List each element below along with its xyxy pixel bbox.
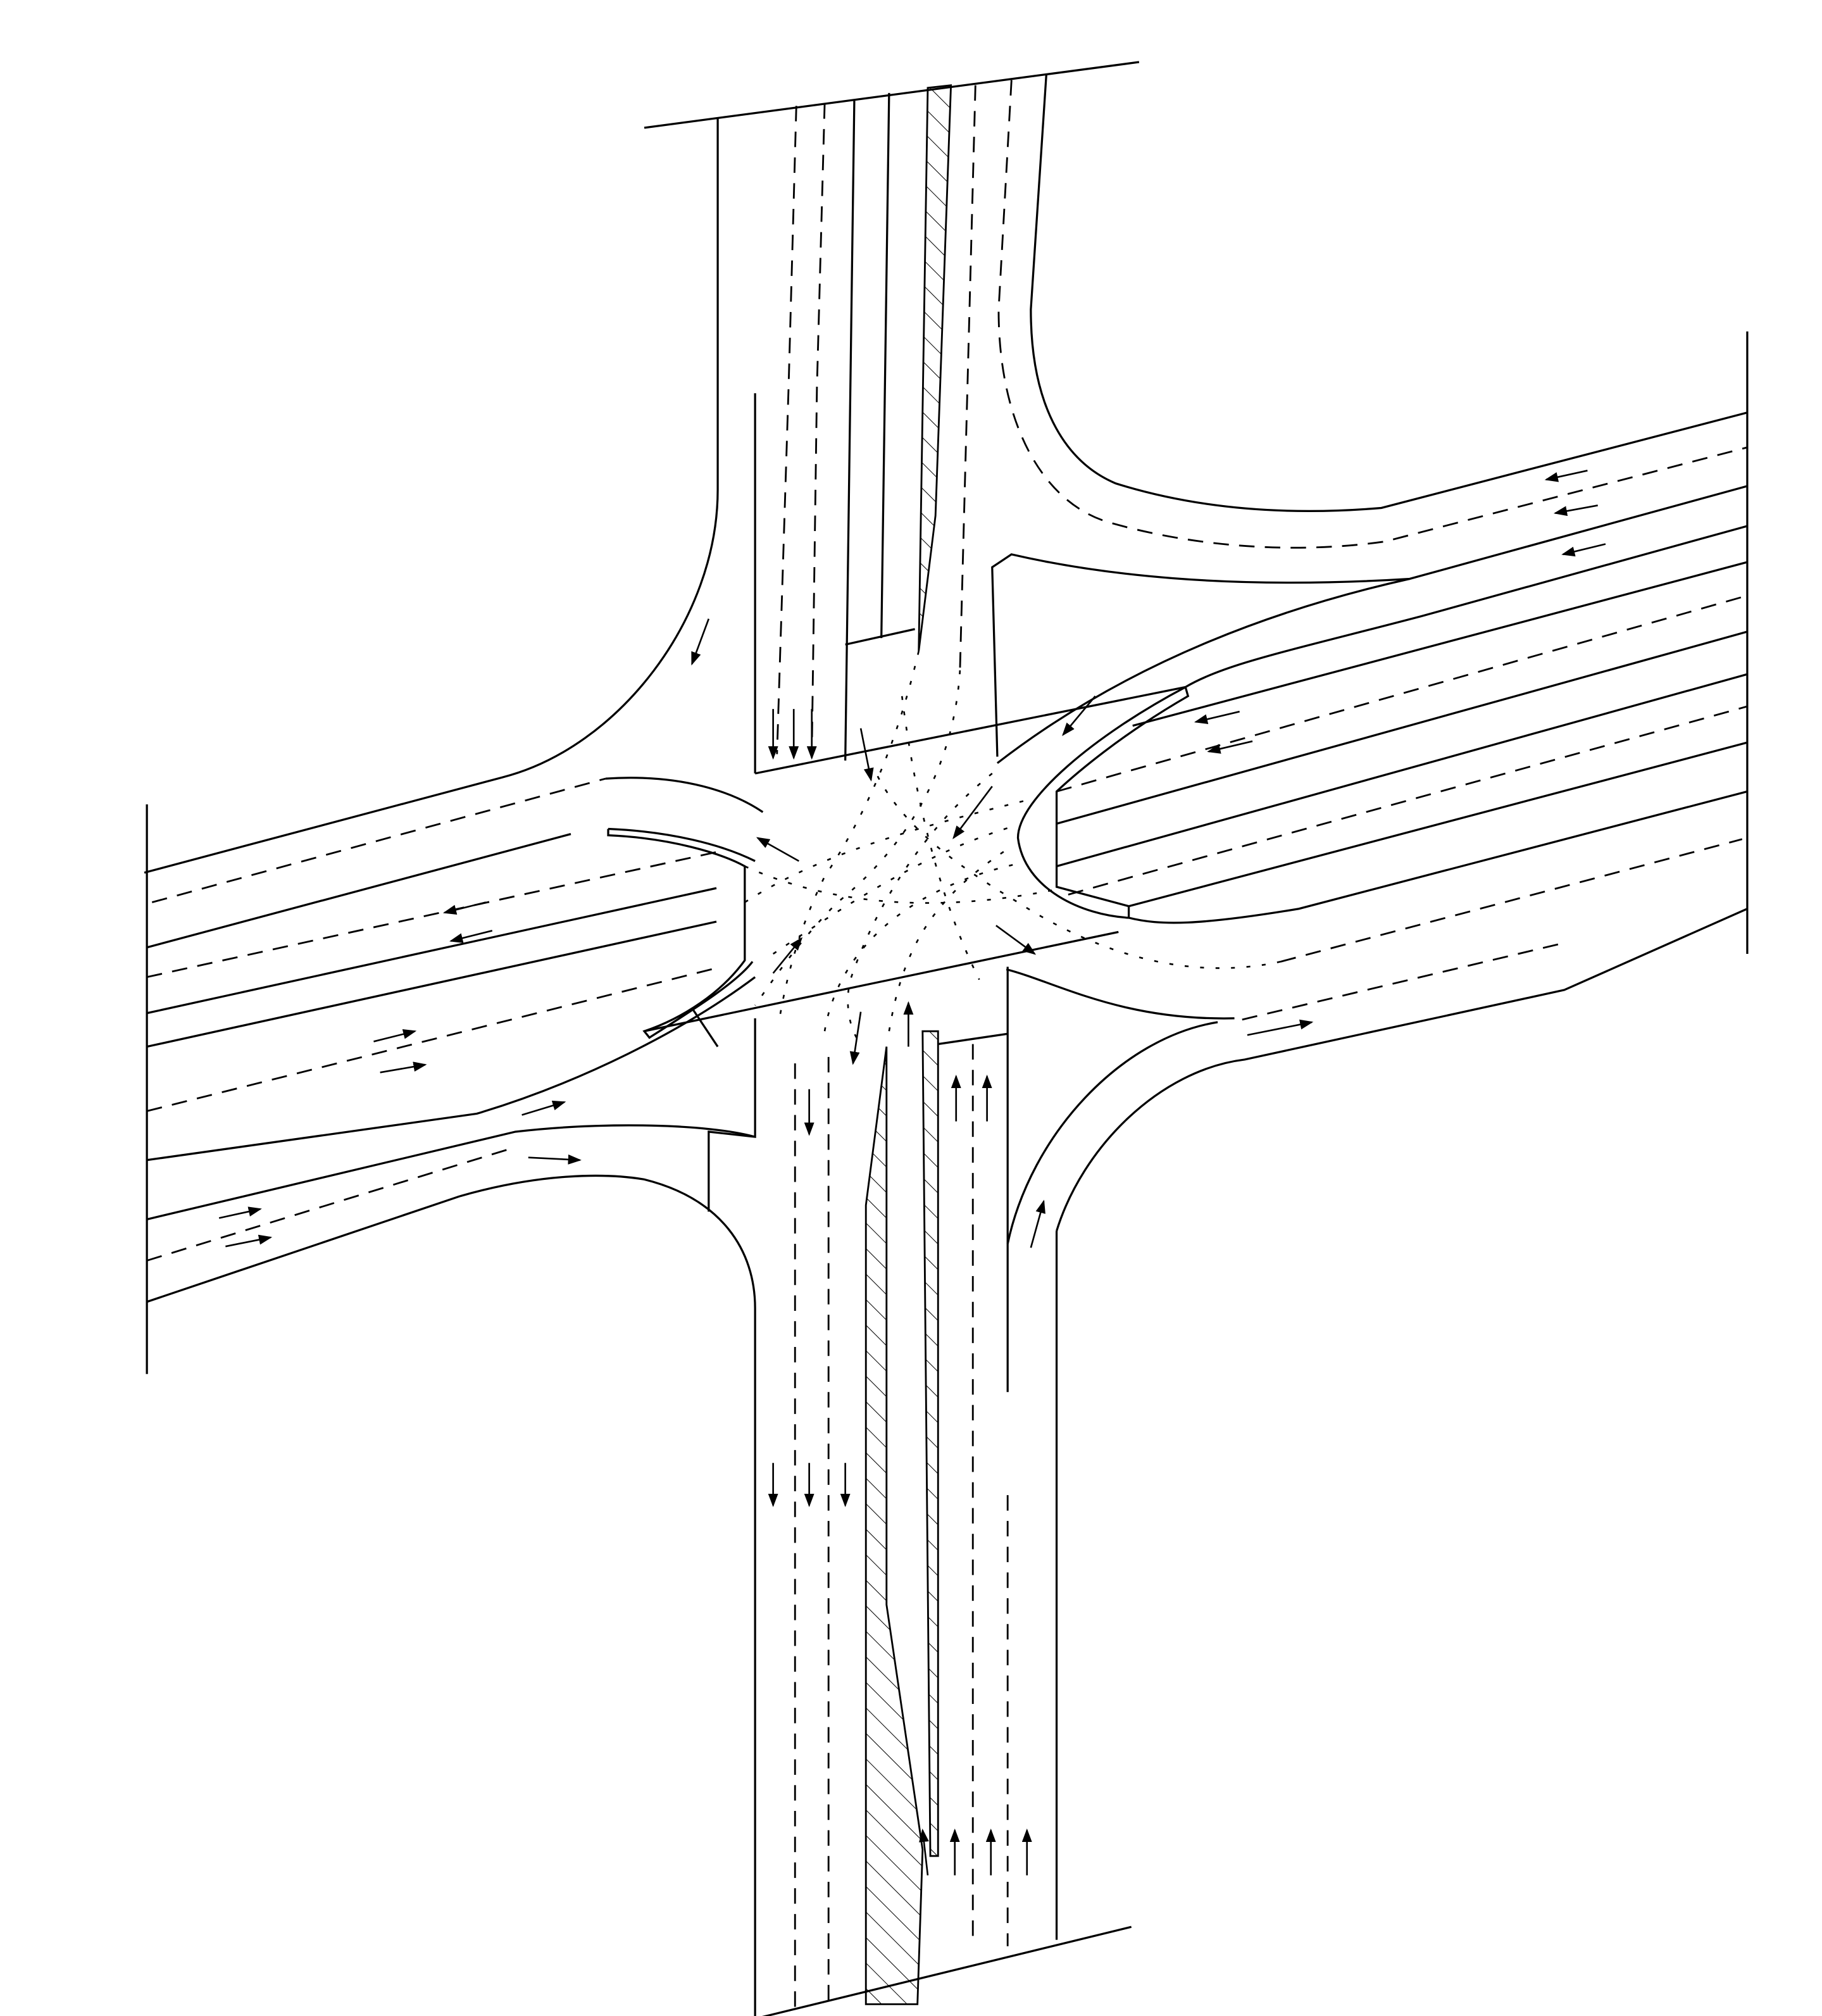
intersection-area <box>644 651 1282 1048</box>
south-median-strip <box>921 1030 939 1857</box>
north-approach <box>144 61 1748 874</box>
south-median <box>864 1046 924 2005</box>
direction-arrows <box>218 470 1606 1875</box>
north-median <box>918 84 952 651</box>
east-approach <box>991 331 1749 1244</box>
west-approach <box>146 777 764 1374</box>
south-approach <box>459 967 1132 2016</box>
